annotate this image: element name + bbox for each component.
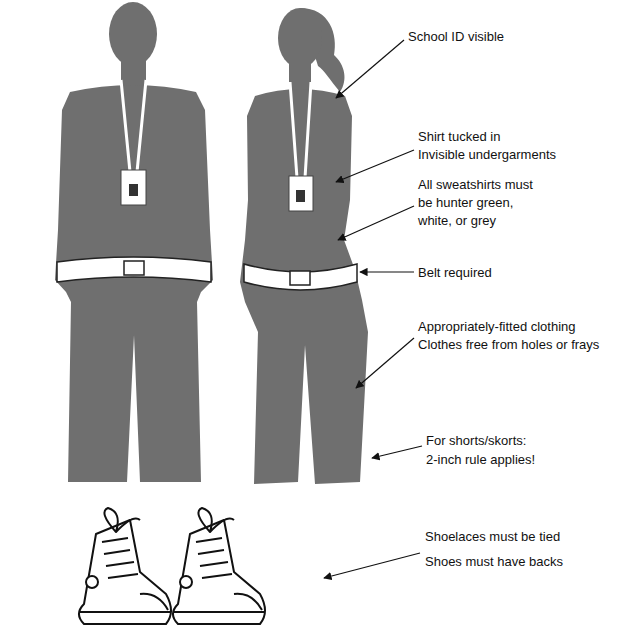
female-silhouette bbox=[240, 8, 368, 484]
belt bbox=[57, 257, 211, 282]
leader-arrow bbox=[356, 338, 414, 388]
leader-arrow bbox=[336, 150, 414, 182]
badge-photo bbox=[296, 190, 305, 202]
shoe-outline bbox=[79, 520, 171, 624]
head bbox=[109, 2, 157, 66]
rule-label: Shoes must have backs bbox=[425, 553, 563, 571]
rule-label: Shoelaces must be tied bbox=[425, 528, 560, 546]
id-badge bbox=[289, 176, 313, 211]
rule-label: Belt required bbox=[418, 264, 492, 282]
toe-cap bbox=[140, 594, 168, 610]
lace-bow bbox=[198, 508, 234, 532]
rule-label: 2-inch rule applies! bbox=[426, 451, 535, 469]
belt-buckle bbox=[124, 261, 144, 275]
badge-photo bbox=[129, 184, 138, 196]
rule-label: For shorts/skorts: bbox=[426, 432, 526, 450]
rule-label: Invisible undergarments bbox=[418, 146, 556, 164]
leader-arrow bbox=[336, 40, 404, 98]
body bbox=[55, 85, 213, 482]
laces bbox=[196, 538, 232, 578]
lanyard bbox=[121, 80, 146, 172]
rule-label: All sweatshirts must be hunter green, wh… bbox=[418, 176, 543, 230]
belt-buckle bbox=[290, 271, 310, 285]
leader-arrow bbox=[338, 206, 414, 240]
sole-line bbox=[174, 611, 264, 613]
sneakers bbox=[79, 508, 265, 624]
lace-bow bbox=[104, 508, 140, 532]
rule-label: Shirt tucked in bbox=[418, 128, 500, 146]
shoe-outline bbox=[173, 520, 265, 624]
leader-arrows bbox=[324, 40, 422, 578]
ankle-logo bbox=[180, 576, 192, 588]
male-silhouette bbox=[55, 2, 213, 482]
sole-line bbox=[80, 611, 170, 613]
rule-label: Appropriately-fitted clothing bbox=[418, 318, 576, 336]
sneaker bbox=[79, 508, 171, 624]
ankle-logo bbox=[86, 576, 98, 588]
rule-label: School ID visible bbox=[408, 28, 504, 46]
leader-arrow bbox=[360, 271, 414, 272]
leader-arrow bbox=[324, 553, 420, 578]
neck bbox=[121, 58, 146, 88]
laces bbox=[102, 538, 138, 578]
sneaker bbox=[173, 508, 265, 624]
leader-arrow bbox=[372, 446, 422, 458]
neck bbox=[289, 60, 311, 90]
head bbox=[278, 8, 322, 68]
id-badge bbox=[121, 170, 146, 205]
body bbox=[240, 89, 368, 484]
toe-cap bbox=[234, 594, 262, 610]
lanyard bbox=[290, 82, 311, 178]
belt bbox=[244, 264, 357, 290]
rule-label: Clothes free from holes or frays bbox=[418, 336, 599, 354]
